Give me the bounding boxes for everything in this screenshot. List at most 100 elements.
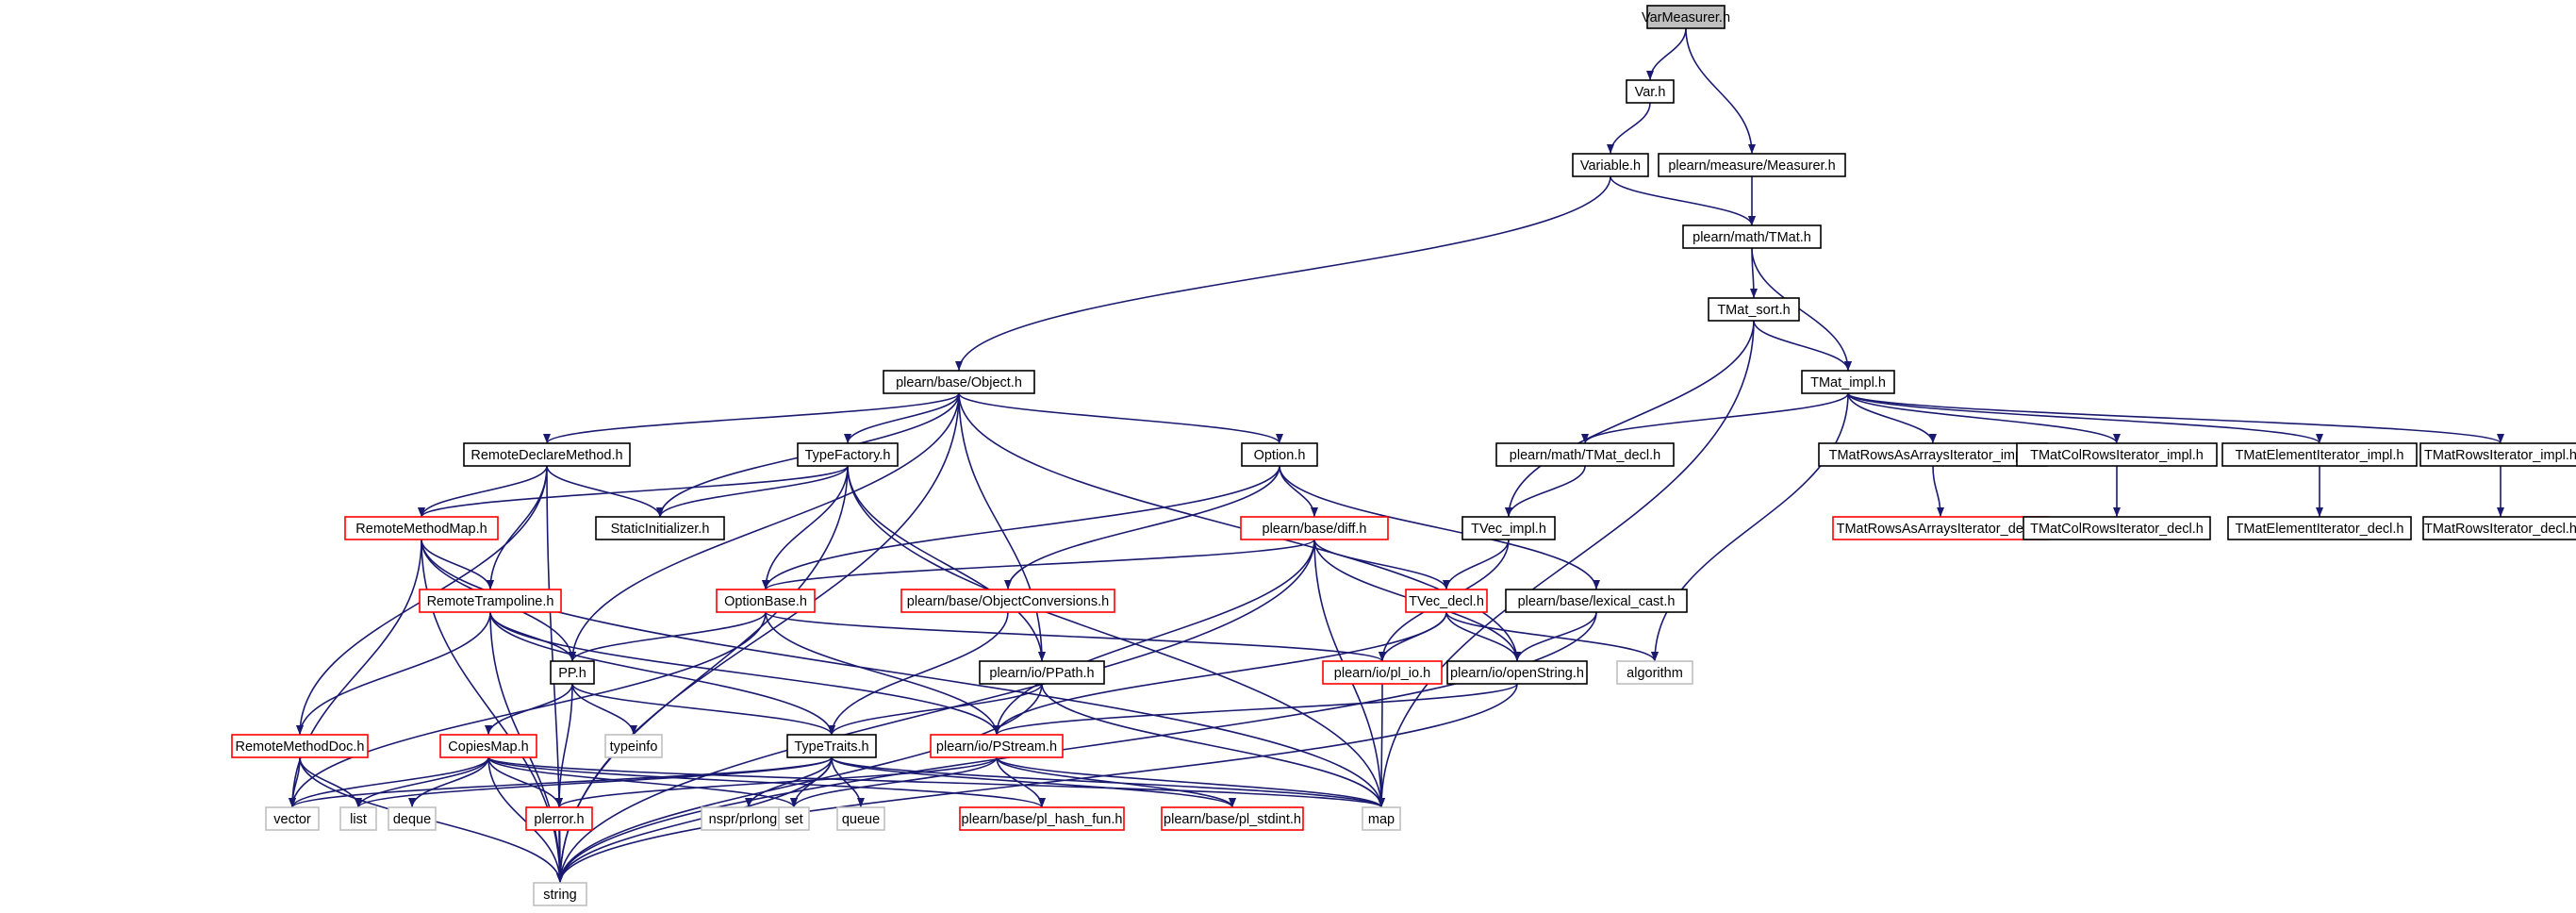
edge-remotetramp-to-typetraits xyxy=(489,611,835,736)
node-set[interactable]: set xyxy=(778,806,810,831)
node-tmatimpl[interactable]: TMat_impl.h xyxy=(1801,370,1895,394)
node-box-typefactory xyxy=(797,442,899,467)
node-plio[interactable]: plearn/io/pl_io.h xyxy=(1322,660,1443,685)
node-box-typetraits xyxy=(786,734,877,758)
edge-variable-to-tmat xyxy=(1610,175,1756,226)
node-varmeasurer[interactable]: VarMeasurer.h xyxy=(1642,5,1730,29)
node-label-map: map xyxy=(1368,812,1395,827)
node-remotetramp[interactable]: RemoteTrampoline.h xyxy=(419,589,562,613)
edge-tmatsort-to-tvecimpl xyxy=(1505,320,1755,518)
node-remotedeclare[interactable]: RemoteDeclareMethod.h xyxy=(463,442,631,467)
edge-copiesmap-to-set xyxy=(487,756,798,808)
edge-remotedeclare-to-remotemethodmap xyxy=(418,465,548,518)
node-ppath[interactable]: plearn/io/PPath.h xyxy=(979,660,1105,685)
edge-remotedeclare-to-remotetramp xyxy=(487,465,548,590)
node-pp[interactable]: PP.h xyxy=(550,660,595,685)
edge-plio-to-map xyxy=(1378,683,1386,808)
node-box-vector xyxy=(265,806,320,831)
node-deque[interactable]: deque xyxy=(388,806,437,831)
node-vector[interactable]: vector xyxy=(265,806,320,831)
node-option[interactable]: Option.h xyxy=(1241,442,1318,467)
node-optionbase[interactable]: OptionBase.h xyxy=(716,589,816,613)
node-staticinit[interactable]: StaticInitializer.h xyxy=(595,516,725,540)
edge-tmatimpl-to-colrowsimpl xyxy=(1847,392,2121,444)
node-openstring[interactable]: plearn/io/openString.h xyxy=(1446,660,1588,685)
edge-ppath-to-string xyxy=(556,683,1043,884)
node-object[interactable]: plearn/base/Object.h xyxy=(883,370,1035,394)
node-label-option: Option.h xyxy=(1254,448,1306,463)
edge-variable-to-object xyxy=(955,175,1611,372)
node-typefactory[interactable]: TypeFactory.h xyxy=(797,442,899,467)
node-string[interactable]: string xyxy=(533,882,587,906)
node-algorithm[interactable]: algorithm xyxy=(1616,660,1693,685)
node-label-staticinit: StaticInitializer.h xyxy=(611,522,710,537)
node-rowsarrdecl[interactable]: TMatRowsAsArraysIterator_decl.h xyxy=(1832,516,2049,540)
edge-copiesmap-to-deque xyxy=(408,756,489,808)
node-label-colrowsdecl: TMatColRowsIterator_decl.h xyxy=(2030,522,2204,537)
node-queue[interactable]: queue xyxy=(836,806,885,831)
node-box-measurer xyxy=(1658,153,1846,177)
node-measurer[interactable]: plearn/measure/Measurer.h xyxy=(1658,153,1846,177)
node-copiesmap[interactable]: CopiesMap.h xyxy=(439,734,537,758)
edge-tmatimpl-to-rowsimpl xyxy=(1847,392,2504,444)
node-diff[interactable]: plearn/base/diff.h xyxy=(1240,516,1389,540)
edge-tmatimpl-to-algorithm xyxy=(1651,392,1849,662)
edge-option-to-lexicalcast xyxy=(1279,465,1600,590)
node-label-rowsdecl: TMatRowsIterator_decl.h xyxy=(2424,522,2576,537)
node-list[interactable]: list xyxy=(339,806,377,831)
node-tmatdecl[interactable]: plearn/math/TMat_decl.h xyxy=(1495,442,1675,467)
node-label-typefactory: TypeFactory.h xyxy=(805,448,891,463)
node-box-queue xyxy=(836,806,885,831)
node-elemimpl[interactable]: TMatElementIterator_impl.h xyxy=(2221,442,2418,467)
node-box-pp xyxy=(550,660,595,685)
node-box-colrowsimpl xyxy=(2016,442,2218,467)
node-label-object: plearn/base/Object.h xyxy=(896,375,1022,390)
edge-copiesmap-to-vector xyxy=(289,756,489,808)
node-colrowsdecl[interactable]: TMatColRowsIterator_decl.h xyxy=(2023,516,2211,540)
edge-tmat-to-tmatimpl xyxy=(1751,247,1852,372)
node-label-variable: Variable.h xyxy=(1580,158,1641,174)
node-label-plstdint: plearn/base/pl_stdint.h xyxy=(1164,812,1301,827)
node-box-ppath xyxy=(979,660,1105,685)
node-remotemethodmap[interactable]: RemoteMethodMap.h xyxy=(344,516,499,540)
node-label-optionbase: OptionBase.h xyxy=(724,594,807,609)
node-plhash[interactable]: plearn/base/pl_hash_fun.h xyxy=(959,806,1125,831)
node-tmat[interactable]: plearn/math/TMat.h xyxy=(1682,224,1822,249)
node-pstream[interactable]: plearn/io/PStream.h xyxy=(930,734,1064,758)
node-variable[interactable]: Variable.h xyxy=(1572,153,1649,177)
edge-copiesmap-to-map xyxy=(487,756,1385,808)
node-plstdint[interactable]: plearn/base/pl_stdint.h xyxy=(1161,806,1304,831)
node-box-plstdint xyxy=(1161,806,1304,831)
node-box-plio xyxy=(1322,660,1443,685)
node-typetraits[interactable]: TypeTraits.h xyxy=(786,734,877,758)
node-plerror[interactable]: plerror.h xyxy=(525,806,593,831)
node-label-ppath: plearn/io/PPath.h xyxy=(989,666,1094,681)
node-label-rowsarrdecl: TMatRowsAsArraysIterator_decl.h xyxy=(1837,522,2045,537)
node-typeinfo[interactable]: typeinfo xyxy=(604,734,663,758)
node-tvecdecl[interactable]: TVec_decl.h xyxy=(1405,589,1488,613)
node-map[interactable]: map xyxy=(1362,806,1401,831)
node-box-list xyxy=(339,806,377,831)
node-rowsdecl[interactable]: TMatRowsIterator_decl.h xyxy=(2422,516,2576,540)
node-label-elemdecl: TMatElementIterator_decl.h xyxy=(2236,522,2404,537)
node-tmatsort[interactable]: TMat_sort.h xyxy=(1708,297,1800,322)
node-label-var: Var.h xyxy=(1635,85,1666,100)
node-rowsimpl[interactable]: TMatRowsIterator_impl.h xyxy=(2419,442,2576,467)
node-box-tmatdecl xyxy=(1495,442,1675,467)
node-elemdecl[interactable]: TMatElementIterator_decl.h xyxy=(2227,516,2412,540)
node-colrowsimpl[interactable]: TMatColRowsIterator_impl.h xyxy=(2016,442,2218,467)
node-tvecimpl[interactable]: TVec_impl.h xyxy=(1461,516,1556,540)
edge-remotedeclare-to-staticinit xyxy=(546,465,664,518)
node-lexicalcast[interactable]: plearn/base/lexical_cast.h xyxy=(1505,589,1688,613)
node-box-tmatimpl xyxy=(1801,370,1895,394)
node-var[interactable]: Var.h xyxy=(1626,79,1675,104)
node-box-diff xyxy=(1240,516,1389,540)
node-label-typetraits: TypeTraits.h xyxy=(794,739,868,755)
node-rowsarrimpl[interactable]: TMatRowsAsArraysIterator_impl.h xyxy=(1818,442,2048,467)
node-box-tmatsort xyxy=(1708,297,1800,322)
node-box-remotedeclare xyxy=(463,442,631,467)
node-remotemethoddoc[interactable]: RemoteMethodDoc.h xyxy=(231,734,369,758)
node-objconv[interactable]: plearn/base/ObjectConversions.h xyxy=(900,589,1115,613)
edge-object-to-pp xyxy=(569,392,960,662)
edge-typetraits-to-plstdint xyxy=(831,756,1236,808)
